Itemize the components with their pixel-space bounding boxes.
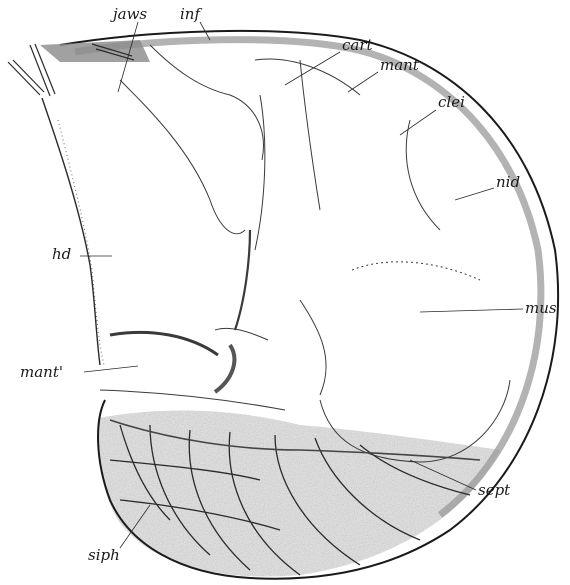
label-inf: inf: [180, 5, 210, 40]
label-mant-prime-text: mant': [20, 363, 63, 381]
label-siph-text: siph: [88, 546, 120, 564]
label-mant-text: mant: [380, 56, 420, 74]
hood-outline: [42, 98, 100, 365]
label-mus: mus: [420, 299, 557, 317]
label-mant-prime: mant': [20, 363, 138, 381]
label-jaws-text: jaws: [110, 5, 147, 23]
label-clei: clei: [400, 93, 465, 135]
label-mus-text: mus: [525, 299, 557, 317]
label-hd-text: hd: [52, 245, 71, 263]
label-nid: nid: [455, 173, 520, 200]
label-nid-text: nid: [496, 173, 520, 191]
label-inf-text: inf: [180, 5, 202, 23]
shell-top-shade: [40, 40, 150, 62]
label-sept-text: sept: [478, 481, 511, 499]
label-hd: hd: [52, 245, 112, 263]
hood-speckle-edge: [58, 120, 104, 365]
label-clei-text: clei: [438, 93, 465, 111]
label-mant: mant: [348, 56, 420, 92]
label-cart-text: cart: [342, 36, 374, 54]
